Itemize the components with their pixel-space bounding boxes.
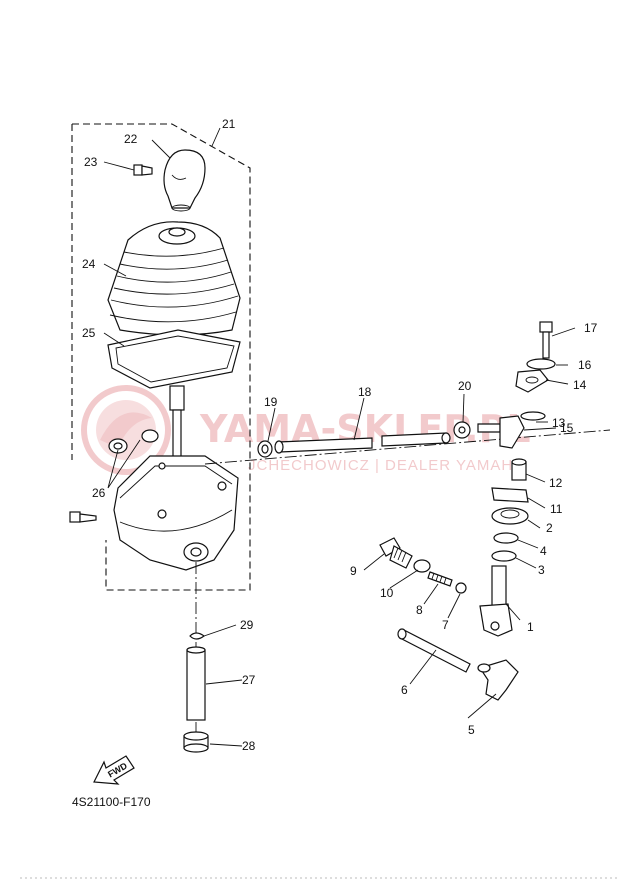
gasket-10 [413,559,431,573]
callout-16: 16 [578,358,592,372]
callout-11: 11 [550,502,563,516]
shift-lever-rod [169,385,185,463]
clip-29 [189,632,206,640]
washer-13 [520,411,546,421]
boot-gasket [107,329,241,389]
callout-5: 5 [468,723,475,737]
plug-bolt [379,537,413,569]
callout-17: 17 [584,321,598,335]
pin-27 [186,646,206,721]
spring-8 [427,571,453,587]
callout-3: 3 [538,563,545,577]
joint-14 [515,369,549,393]
washer-16 [526,358,556,370]
callout-10: 10 [380,586,394,600]
callout-18: 18 [358,385,372,399]
callout-4: 4 [540,544,547,558]
callout-14: 14 [573,378,587,392]
shift-shaft [479,565,513,637]
callout-24: 24 [82,257,96,271]
washer-3 [491,550,517,562]
rod-nut-left [257,440,273,458]
circlip-4 [493,532,519,544]
ball-7 [455,582,467,594]
cap-28 [183,731,209,753]
plate-11 [491,487,529,503]
callout-21: 21 [222,117,236,131]
housing-bolt [69,511,97,523]
bushing [108,429,159,454]
callout-1: 1 [527,620,534,634]
callout-13: 13 [552,416,566,430]
callout-8: 8 [416,603,423,617]
callout-25: 25 [82,326,96,340]
diagram-code: 4S21100-F170 [72,795,151,809]
knob-screw [133,164,153,176]
shift-housing [113,455,239,571]
shift-fork [477,659,519,701]
guide-rod [397,628,471,673]
callout-12: 12 [549,476,563,490]
callout-19: 19 [264,395,278,409]
callout-26: 26 [92,486,106,500]
callout-2: 2 [546,521,553,535]
callout-labels: 1 2 3 4 5 6 7 8 9 10 11 12 13 14 15 16 1… [82,117,598,753]
callout-22: 22 [124,132,138,146]
callout-15: 15 [560,421,574,435]
shift-knob [163,149,206,212]
callout-29: 29 [240,618,254,632]
rod-end [477,415,525,449]
callout-9: 9 [350,564,357,578]
callout-27: 27 [242,673,256,687]
leader-lines [103,127,576,747]
callout-28: 28 [242,739,256,753]
oil-seal-2 [491,507,529,525]
callout-20: 20 [458,379,472,393]
bolt-17 [539,321,553,359]
watermark-subtitle: JCHECHOWICZ | DEALER YAMAHA [248,457,524,474]
assembly-outline [71,123,251,591]
shift-rod [274,432,451,454]
fwd-arrow-icon: FWD [93,755,135,785]
shift-boot [107,221,241,336]
collar-12 [511,458,527,481]
rod-nut-right [453,421,471,439]
callout-23: 23 [84,155,98,169]
callout-7: 7 [442,618,449,632]
callout-6: 6 [401,683,408,697]
